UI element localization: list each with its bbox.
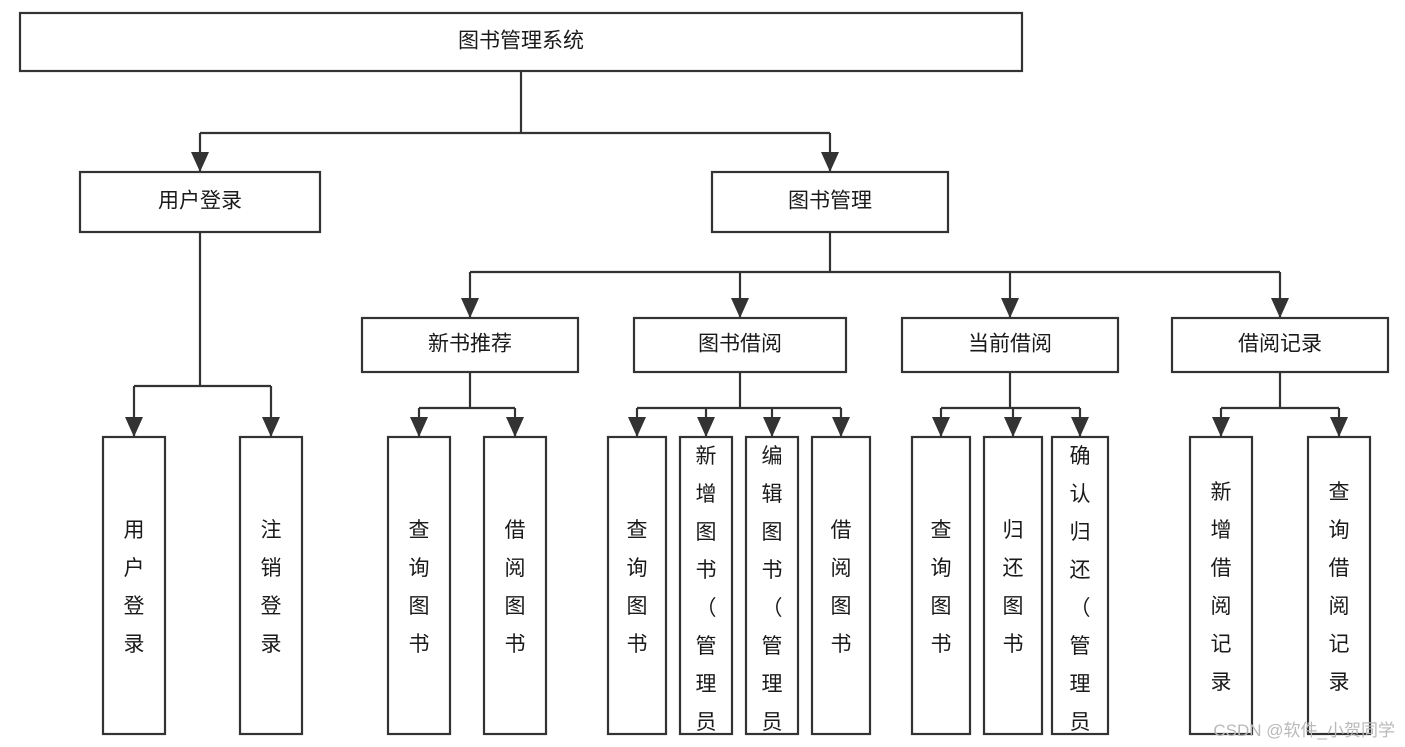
node-leaf-return-book[interactable]: 归还图书: [982, 435, 1044, 736]
node-box-leaf-user-login: [101, 435, 167, 736]
node-label-leaf-borrow-book-2: 借阅图书: [831, 519, 852, 656]
node-label-leaf-return-book: 归还图书: [1003, 519, 1024, 656]
connector-group-book-borrow: [628, 372, 850, 437]
arrow-head-icon: [125, 417, 143, 437]
connector-group-user-login: [125, 232, 280, 437]
node-label-leaf-query-book-2: 查询图书: [627, 519, 648, 656]
node-box-root: [18, 11, 1024, 73]
node-leaf-query-borrow-record[interactable]: 查询借阅记录: [1306, 435, 1372, 736]
node-leaf-borrow-book-2[interactable]: 借阅图书: [810, 435, 872, 736]
arrow-head-icon: [1212, 417, 1230, 437]
node-current-borrow[interactable]: 当前借阅: [900, 316, 1120, 374]
connector-group-borrow-record: [1212, 372, 1348, 437]
node-box-borrow-record: [1170, 316, 1390, 374]
nodes-layer: 图书管理系统用户登录图书管理新书推荐图书借阅当前借阅借阅记录用户登录注销登录查询…: [18, 11, 1390, 747]
arrow-head-icon: [262, 417, 280, 437]
node-label-user-login: 用户登录: [158, 190, 242, 213]
arrow-head-icon: [1004, 417, 1022, 437]
arrow-head-icon: [697, 417, 715, 437]
node-box-new-book-recommend: [360, 316, 580, 374]
arrow-head-icon: [461, 298, 479, 318]
node-box-leaf-confirm-return-admin: [1050, 435, 1110, 736]
node-box-user-login: [78, 170, 322, 234]
node-label-root: 图书管理系统: [458, 30, 584, 53]
node-borrow-record[interactable]: 借阅记录: [1170, 316, 1390, 374]
node-box-leaf-logout-login: [238, 435, 304, 736]
node-box-leaf-query-book-3: [910, 435, 972, 736]
connector-group-current-borrow: [932, 372, 1089, 437]
arrow-head-icon: [932, 417, 950, 437]
node-new-book-recommend[interactable]: 新书推荐: [360, 316, 580, 374]
node-label-leaf-confirm-return-admin: 确认归还（管理员）: [1070, 445, 1091, 747]
arrow-head-icon: [191, 152, 209, 172]
node-label-leaf-query-book-3: 查询图书: [931, 519, 952, 656]
node-box-leaf-add-borrow-record: [1188, 435, 1254, 736]
node-label-new-book-recommend: 新书推荐: [428, 333, 512, 356]
arrow-head-icon: [1271, 298, 1289, 318]
connectors-layer: [125, 71, 1348, 437]
node-box-leaf-edit-book-admin: [744, 435, 800, 736]
node-leaf-user-login[interactable]: 用户登录: [101, 435, 167, 736]
node-leaf-add-borrow-record[interactable]: 新增借阅记录: [1188, 435, 1254, 736]
node-leaf-query-book-3[interactable]: 查询图书: [910, 435, 972, 736]
node-box-leaf-borrow-book-2: [810, 435, 872, 736]
node-box-leaf-query-book-1: [386, 435, 452, 736]
connector-group-book-management: [461, 232, 1289, 318]
node-box-leaf-query-book-2: [606, 435, 668, 736]
node-leaf-query-book-1[interactable]: 查询图书: [386, 435, 452, 736]
node-box-current-borrow: [900, 316, 1120, 374]
node-box-leaf-return-book: [982, 435, 1044, 736]
node-leaf-logout-login[interactable]: 注销登录: [238, 435, 304, 736]
node-box-leaf-query-borrow-record: [1306, 435, 1372, 736]
node-box-book-management: [710, 170, 950, 234]
arrow-head-icon: [410, 417, 428, 437]
node-label-leaf-logout-login: 注销登录: [261, 519, 282, 656]
node-label-borrow-record: 借阅记录: [1238, 333, 1322, 356]
arrow-head-icon: [1001, 298, 1019, 318]
node-label-current-borrow: 当前借阅: [968, 333, 1052, 356]
arrow-head-icon: [628, 417, 646, 437]
node-label-book-borrow: 图书借阅: [698, 333, 782, 356]
node-label-leaf-edit-book-admin: 编辑图书（管理员）: [762, 445, 783, 747]
node-leaf-edit-book-admin[interactable]: 编辑图书（管理员）: [744, 435, 800, 747]
node-label-leaf-user-login: 用户登录: [124, 519, 145, 656]
node-label-leaf-query-borrow-record: 查询借阅记录: [1329, 481, 1350, 694]
node-box-leaf-add-book-admin: [678, 435, 734, 736]
node-label-leaf-add-book-admin: 新增图书（管理员）: [696, 445, 717, 747]
node-leaf-confirm-return-admin[interactable]: 确认归还（管理员）: [1050, 435, 1110, 747]
connector-group-new-book-recommend: [410, 372, 524, 437]
connector-group-root: [191, 71, 839, 172]
node-root[interactable]: 图书管理系统: [18, 11, 1024, 73]
node-label-book-management: 图书管理: [788, 190, 872, 213]
node-leaf-add-book-admin[interactable]: 新增图书（管理员）: [678, 435, 734, 747]
node-leaf-query-book-2[interactable]: 查询图书: [606, 435, 668, 736]
arrow-head-icon: [763, 417, 781, 437]
arrow-head-icon: [832, 417, 850, 437]
arrow-head-icon: [821, 152, 839, 172]
node-label-leaf-borrow-book-1: 借阅图书: [505, 519, 526, 656]
arrow-head-icon: [1330, 417, 1348, 437]
arrow-head-icon: [731, 298, 749, 318]
node-user-login[interactable]: 用户登录: [78, 170, 322, 234]
arrow-head-icon: [506, 417, 524, 437]
node-book-management[interactable]: 图书管理: [710, 170, 950, 234]
node-book-borrow[interactable]: 图书借阅: [632, 316, 848, 374]
node-box-leaf-borrow-book-1: [482, 435, 548, 736]
node-box-book-borrow: [632, 316, 848, 374]
arrow-head-icon: [1071, 417, 1089, 437]
node-leaf-borrow-book-1[interactable]: 借阅图书: [482, 435, 548, 736]
node-label-leaf-add-borrow-record: 新增借阅记录: [1211, 481, 1232, 694]
node-label-leaf-query-book-1: 查询图书: [409, 519, 430, 656]
